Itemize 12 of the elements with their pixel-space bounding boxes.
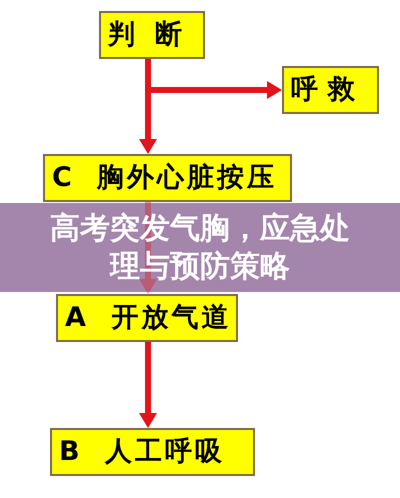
step-box	[99, 11, 205, 59]
title-text: 高考突发气胸，应急处理与预防策略	[49, 210, 351, 286]
step-label: 呼救	[291, 74, 365, 106]
step-box	[43, 154, 292, 202]
step-box	[282, 66, 379, 114]
arrow	[139, 342, 157, 428]
step-label: C 胸外心脏按压	[52, 162, 278, 194]
step-box	[50, 428, 255, 476]
step-box	[56, 294, 238, 342]
step-label: B 人工呼吸	[59, 436, 225, 468]
step-label: 判断	[108, 19, 202, 51]
step-label: A 开放气道	[65, 302, 232, 334]
